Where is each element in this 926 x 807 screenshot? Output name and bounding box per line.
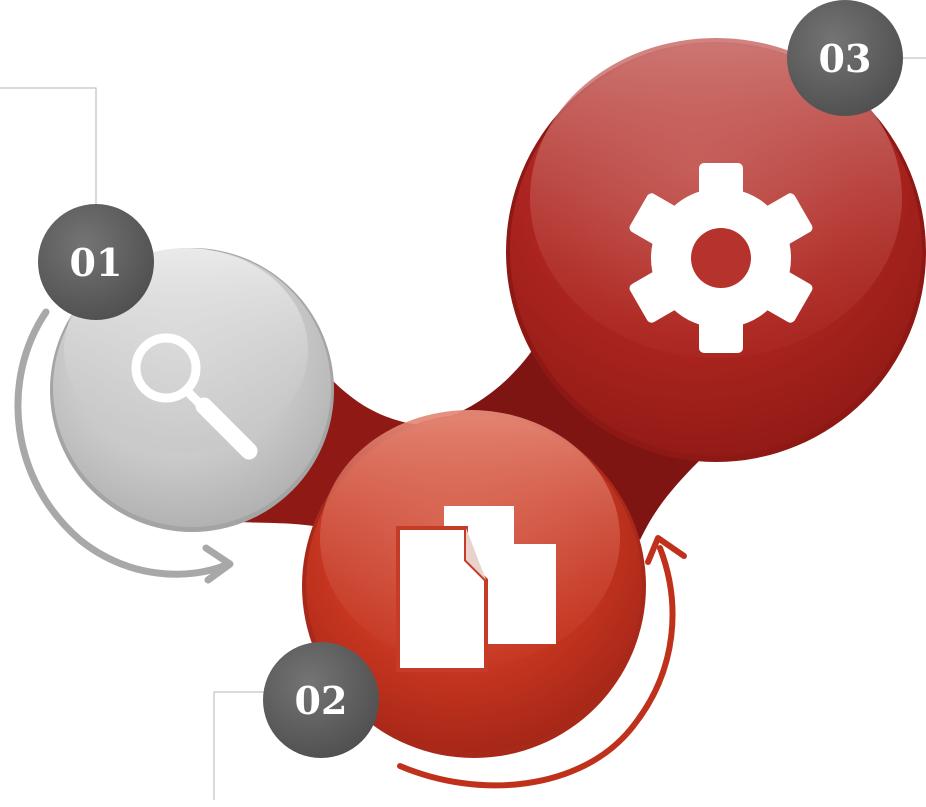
arrow-red-head: [645, 535, 687, 565]
connector-red-to-red: [440, 300, 700, 540]
badge-03-label: 03: [819, 36, 872, 81]
badge-01: 01: [38, 204, 154, 320]
documents-icon: [396, 506, 556, 672]
arrow-grey: [14, 308, 230, 578]
arrow-grey-head: [202, 544, 234, 584]
leader-line-01: [0, 87, 97, 210]
magnifier-icon: [131, 333, 258, 460]
leader-line-02: [213, 691, 268, 800]
step-02: [302, 410, 646, 758]
badge-02-label: 02: [295, 678, 348, 723]
badge-03: 03: [787, 0, 903, 116]
gear-icon: [629, 163, 813, 353]
arrow-red: [397, 545, 676, 789]
badge-01-label: 01: [70, 240, 123, 285]
step-03: [506, 38, 926, 462]
badge-02: 02: [263, 642, 379, 758]
